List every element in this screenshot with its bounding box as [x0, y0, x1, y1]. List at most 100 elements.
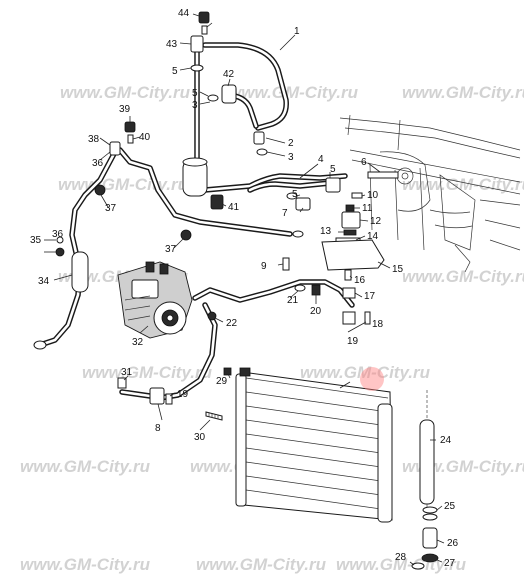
callout-1: 1	[294, 26, 300, 37]
callout-36: 37	[105, 203, 117, 214]
callout-5: 5	[292, 189, 298, 200]
callout-17: 17	[364, 291, 376, 302]
fitting-20	[311, 284, 321, 296]
stud-30	[205, 411, 223, 421]
seal-13	[343, 229, 357, 236]
bolt-34	[56, 236, 64, 244]
seal-28	[411, 562, 425, 570]
o-ring-25	[422, 513, 438, 521]
callout-33: 34	[38, 276, 50, 287]
callout-16: 16	[354, 275, 366, 286]
o-ring-seal	[292, 230, 304, 238]
watermark-text: www.GM-City.ru	[228, 83, 359, 102]
callout-26: 26	[447, 538, 459, 549]
callout-31: 31	[121, 367, 133, 378]
hose-end-fitting-2	[253, 131, 265, 145]
block-fitting-17	[342, 287, 356, 299]
callout-15: 15	[392, 264, 404, 275]
clip-36	[94, 184, 106, 196]
clip-36	[180, 229, 192, 241]
muffler-33	[71, 251, 89, 293]
receiver-drier-24	[419, 419, 435, 505]
callout-39: 40	[139, 132, 151, 143]
bracket-40	[210, 194, 224, 210]
line-fitting-8	[149, 387, 165, 405]
callout-36: 37	[165, 244, 177, 255]
bolt-29	[223, 367, 232, 376]
o-ring-25	[422, 506, 438, 514]
fitting	[342, 311, 356, 325]
o-ring-seal	[294, 284, 306, 292]
bracket-15	[321, 239, 385, 271]
valve-block-12	[341, 211, 361, 229]
nut-35	[55, 247, 65, 257]
bolt-10	[351, 192, 363, 199]
bolt-9	[282, 257, 290, 271]
cap-38	[124, 121, 136, 133]
service-port-37	[109, 141, 121, 156]
callout-19: 19	[177, 389, 189, 400]
callout-21: 21	[287, 295, 299, 306]
callout-14: 14	[367, 231, 379, 242]
o-ring-seal-3	[256, 148, 268, 156]
callout-7: 7	[282, 208, 288, 219]
callout-40: 41	[228, 202, 240, 213]
bolt-22	[207, 311, 217, 321]
watermark-text: www.GM-City.ru	[402, 267, 524, 286]
watermark-text: www.GM-City.ru	[58, 175, 189, 194]
watermark-text: www.GM-City.ru	[82, 363, 213, 382]
callout-37: 38	[88, 134, 100, 145]
condenser	[235, 367, 393, 523]
callout-5: 5	[172, 66, 178, 77]
callout-29: 29	[216, 376, 228, 387]
callout-2: 2	[288, 138, 294, 149]
callout-25: 25	[444, 501, 456, 512]
callout-20: 20	[310, 306, 322, 317]
callout-5: 5	[330, 164, 336, 175]
watermark-text: www.GM-City.ru	[402, 83, 524, 102]
bolt-18	[364, 311, 371, 325]
callout-4: 4	[318, 154, 324, 165]
watermark-text: www.GM-City.ru	[20, 555, 151, 574]
callout-3: 3	[192, 100, 198, 111]
callout-labels: 44 43 1 5 42 5 3 2 3 39 40 38 36 37 37 3…	[30, 8, 459, 569]
watermark-text: www.GM-City.ru	[196, 555, 327, 574]
callout-43: 44	[178, 8, 190, 19]
callout-18: 18	[372, 319, 384, 330]
fitting	[325, 177, 341, 193]
bracket-31	[117, 377, 127, 389]
callout-42: 43	[166, 39, 178, 50]
watermark-text: www.GM-City.ru	[20, 457, 151, 476]
bolt-16	[344, 269, 352, 281]
callout-28: 28	[395, 552, 407, 563]
callout-24: 24	[440, 435, 452, 446]
valve-core-44	[201, 25, 208, 35]
callout-27: 27	[444, 558, 456, 569]
valve-core-39	[127, 134, 134, 144]
service-fitting-42	[190, 35, 204, 53]
watermark-text: www.GM-City.ru	[60, 83, 191, 102]
accumulator-cap	[182, 157, 208, 167]
drier-plug-26	[422, 527, 438, 549]
cap-fitting-43	[198, 11, 210, 24]
watermark-text: www.GM-City.ru	[402, 175, 524, 194]
callout-30: 30	[194, 432, 206, 443]
callout-8: 8	[155, 423, 161, 434]
callout-19: 19	[347, 336, 359, 347]
fitting-6	[367, 171, 399, 179]
o-ring-seal	[207, 94, 219, 102]
compressor-32	[117, 261, 193, 339]
callout-34: 35	[30, 235, 42, 246]
pressure-switch-41	[221, 84, 237, 104]
callout-12: 12	[370, 216, 382, 227]
callout-22: 22	[226, 318, 238, 329]
callout-32: 32	[132, 337, 144, 348]
plug-cap-27	[421, 553, 439, 563]
fitting-7	[295, 197, 311, 211]
callout-5: 5	[192, 88, 198, 99]
hose-end	[33, 340, 47, 350]
components	[33, 11, 439, 570]
callout-35: 36	[52, 229, 64, 240]
highlight-marker	[360, 367, 384, 391]
